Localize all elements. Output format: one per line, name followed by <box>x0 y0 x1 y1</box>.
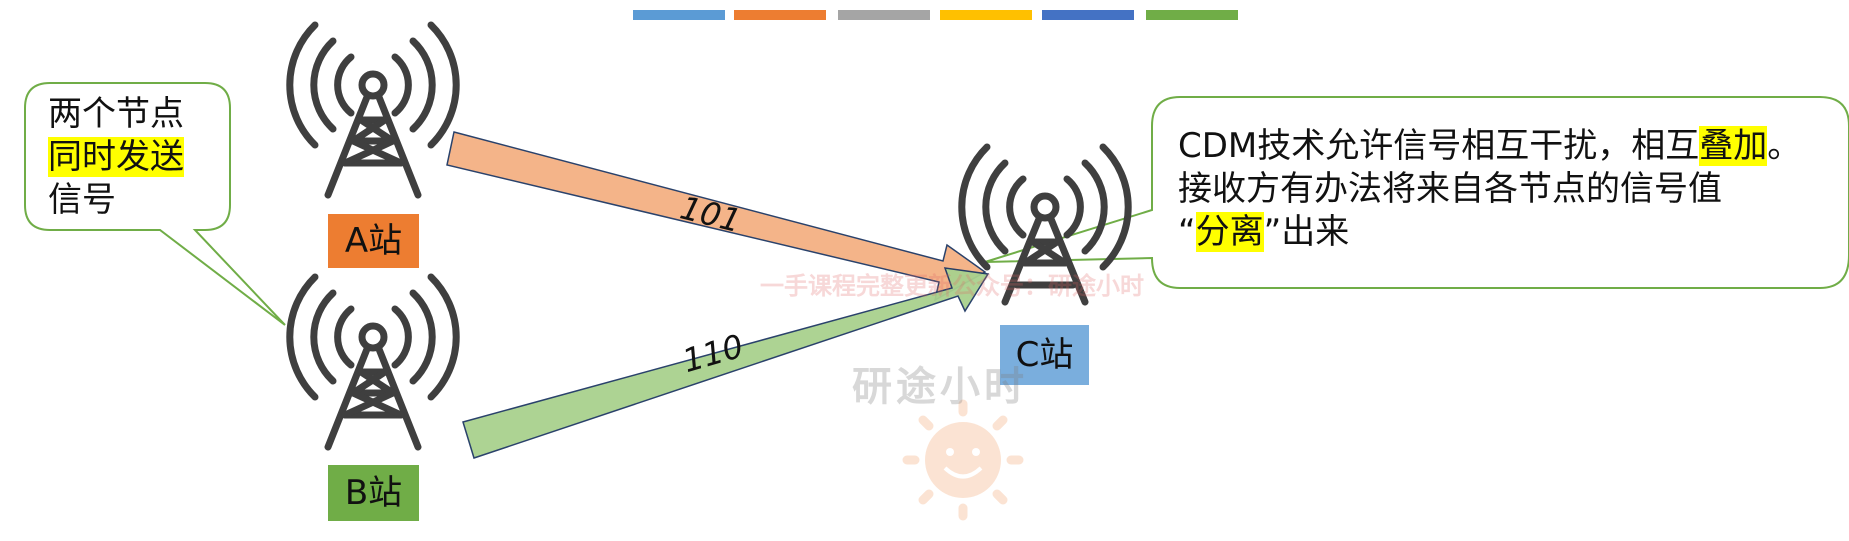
station-b-label: B站 <box>328 465 419 521</box>
right-callout-text: CDM技术允许信号相互干扰，相互叠加。 接收方有办法将来自各节点的信号值 “分离… <box>1178 125 1801 254</box>
right-callout-line3: “分离”出来 <box>1178 211 1801 254</box>
legend-bar-1 <box>633 10 725 20</box>
arrow-b-code-label: 110 <box>678 327 747 380</box>
arrow-b-to-c <box>462 267 990 459</box>
left-callout-highlight: 同时发送 <box>48 137 184 177</box>
right-callout-line1-pre: CDM技术允许信号相互干扰，相互 <box>1178 126 1700 166</box>
tower-c-icon <box>958 143 1132 306</box>
right-callout-line3-post: ”出来 <box>1263 212 1350 252</box>
left-callout-text: 两个节点 同时发送 信号 <box>48 93 184 222</box>
legend-bar-5 <box>1042 10 1134 20</box>
left-callout-line2-wrap: 同时发送 <box>48 136 184 179</box>
legend-bar-4 <box>940 10 1032 20</box>
left-callout-line1: 两个节点 <box>48 94 184 134</box>
right-callout-line3-pre: “ <box>1178 212 1196 252</box>
tower-b-icon <box>286 273 460 451</box>
legend-bar-6 <box>1146 10 1238 20</box>
right-callout-line3-highlight: 分离 <box>1195 212 1264 252</box>
right-callout-line1-post: 。 <box>1767 126 1802 166</box>
left-callout-line3: 信号 <box>48 180 116 220</box>
station-c-label: C站 <box>1000 325 1089 385</box>
tower-a-icon <box>286 21 460 199</box>
station-a-label: A站 <box>328 214 419 268</box>
right-callout-line1: CDM技术允许信号相互干扰，相互叠加。 <box>1178 125 1801 168</box>
legend-bar-3 <box>838 10 930 20</box>
legend-color-bars <box>633 10 1238 20</box>
legend-bar-2 <box>734 10 826 20</box>
watermark-sun-icon <box>902 399 1024 521</box>
arrow-a-code-label: 101 <box>676 189 744 241</box>
right-callout-line1-highlight: 叠加 <box>1699 126 1768 166</box>
right-callout-line2: 接收方有办法将来自各节点的信号值 <box>1178 169 1722 209</box>
